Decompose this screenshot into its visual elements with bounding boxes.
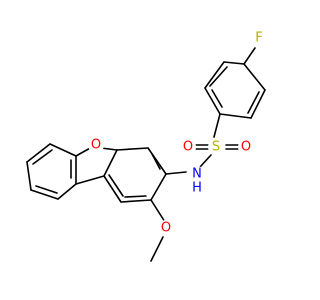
bond bbox=[26, 143, 51, 163]
bond bbox=[100, 147, 118, 151]
bond bbox=[75, 175, 105, 185]
bond bbox=[32, 149, 53, 165]
bond bbox=[120, 199, 152, 203]
bond bbox=[243, 63, 266, 91]
methoxy-oxygen-label: O bbox=[161, 221, 171, 236]
bond bbox=[204, 61, 225, 89]
hydrogen-atom-label: H bbox=[192, 181, 202, 196]
bond bbox=[211, 89, 223, 108]
molecule-diagram: F S O O N H O O bbox=[26, 30, 267, 262]
bond bbox=[150, 236, 164, 262]
dibenzofuran-core bbox=[26, 143, 187, 262]
bond bbox=[147, 147, 167, 175]
bond bbox=[199, 154, 212, 168]
sulfonyl-group bbox=[193, 113, 241, 168]
bond bbox=[30, 189, 59, 200]
atom-label-group: F S O O N H O O bbox=[88, 30, 267, 236]
fluorine-atom-label: F bbox=[255, 31, 262, 46]
sulfonyl-oxygen-left-label: O bbox=[183, 140, 193, 155]
bond bbox=[35, 185, 58, 194]
bond bbox=[150, 199, 166, 223]
bond bbox=[204, 87, 221, 115]
bond bbox=[213, 113, 221, 138]
bond bbox=[151, 153, 161, 170]
bond bbox=[250, 89, 266, 119]
bond bbox=[247, 91, 260, 114]
bond bbox=[103, 149, 118, 177]
bond bbox=[103, 175, 122, 203]
sulfur-atom-label: S bbox=[212, 140, 220, 155]
bond bbox=[49, 143, 77, 157]
sulfonyl-oxygen-right-label: O bbox=[241, 140, 251, 155]
bond bbox=[209, 66, 228, 87]
bond bbox=[57, 183, 77, 200]
structure-svg: F S O O N H O O bbox=[26, 30, 267, 262]
bond bbox=[165, 171, 187, 175]
bond bbox=[108, 174, 124, 197]
bond bbox=[124, 195, 147, 198]
bond bbox=[150, 173, 167, 201]
furan-oxygen-label: O bbox=[91, 138, 101, 153]
bond bbox=[243, 47, 256, 65]
bond bbox=[219, 113, 252, 119]
fluorophenyl-ring bbox=[204, 47, 266, 119]
nitrogen-atom-label: N bbox=[192, 167, 202, 182]
bond bbox=[223, 61, 245, 65]
bond bbox=[26, 161, 32, 191]
bond bbox=[116, 147, 149, 151]
